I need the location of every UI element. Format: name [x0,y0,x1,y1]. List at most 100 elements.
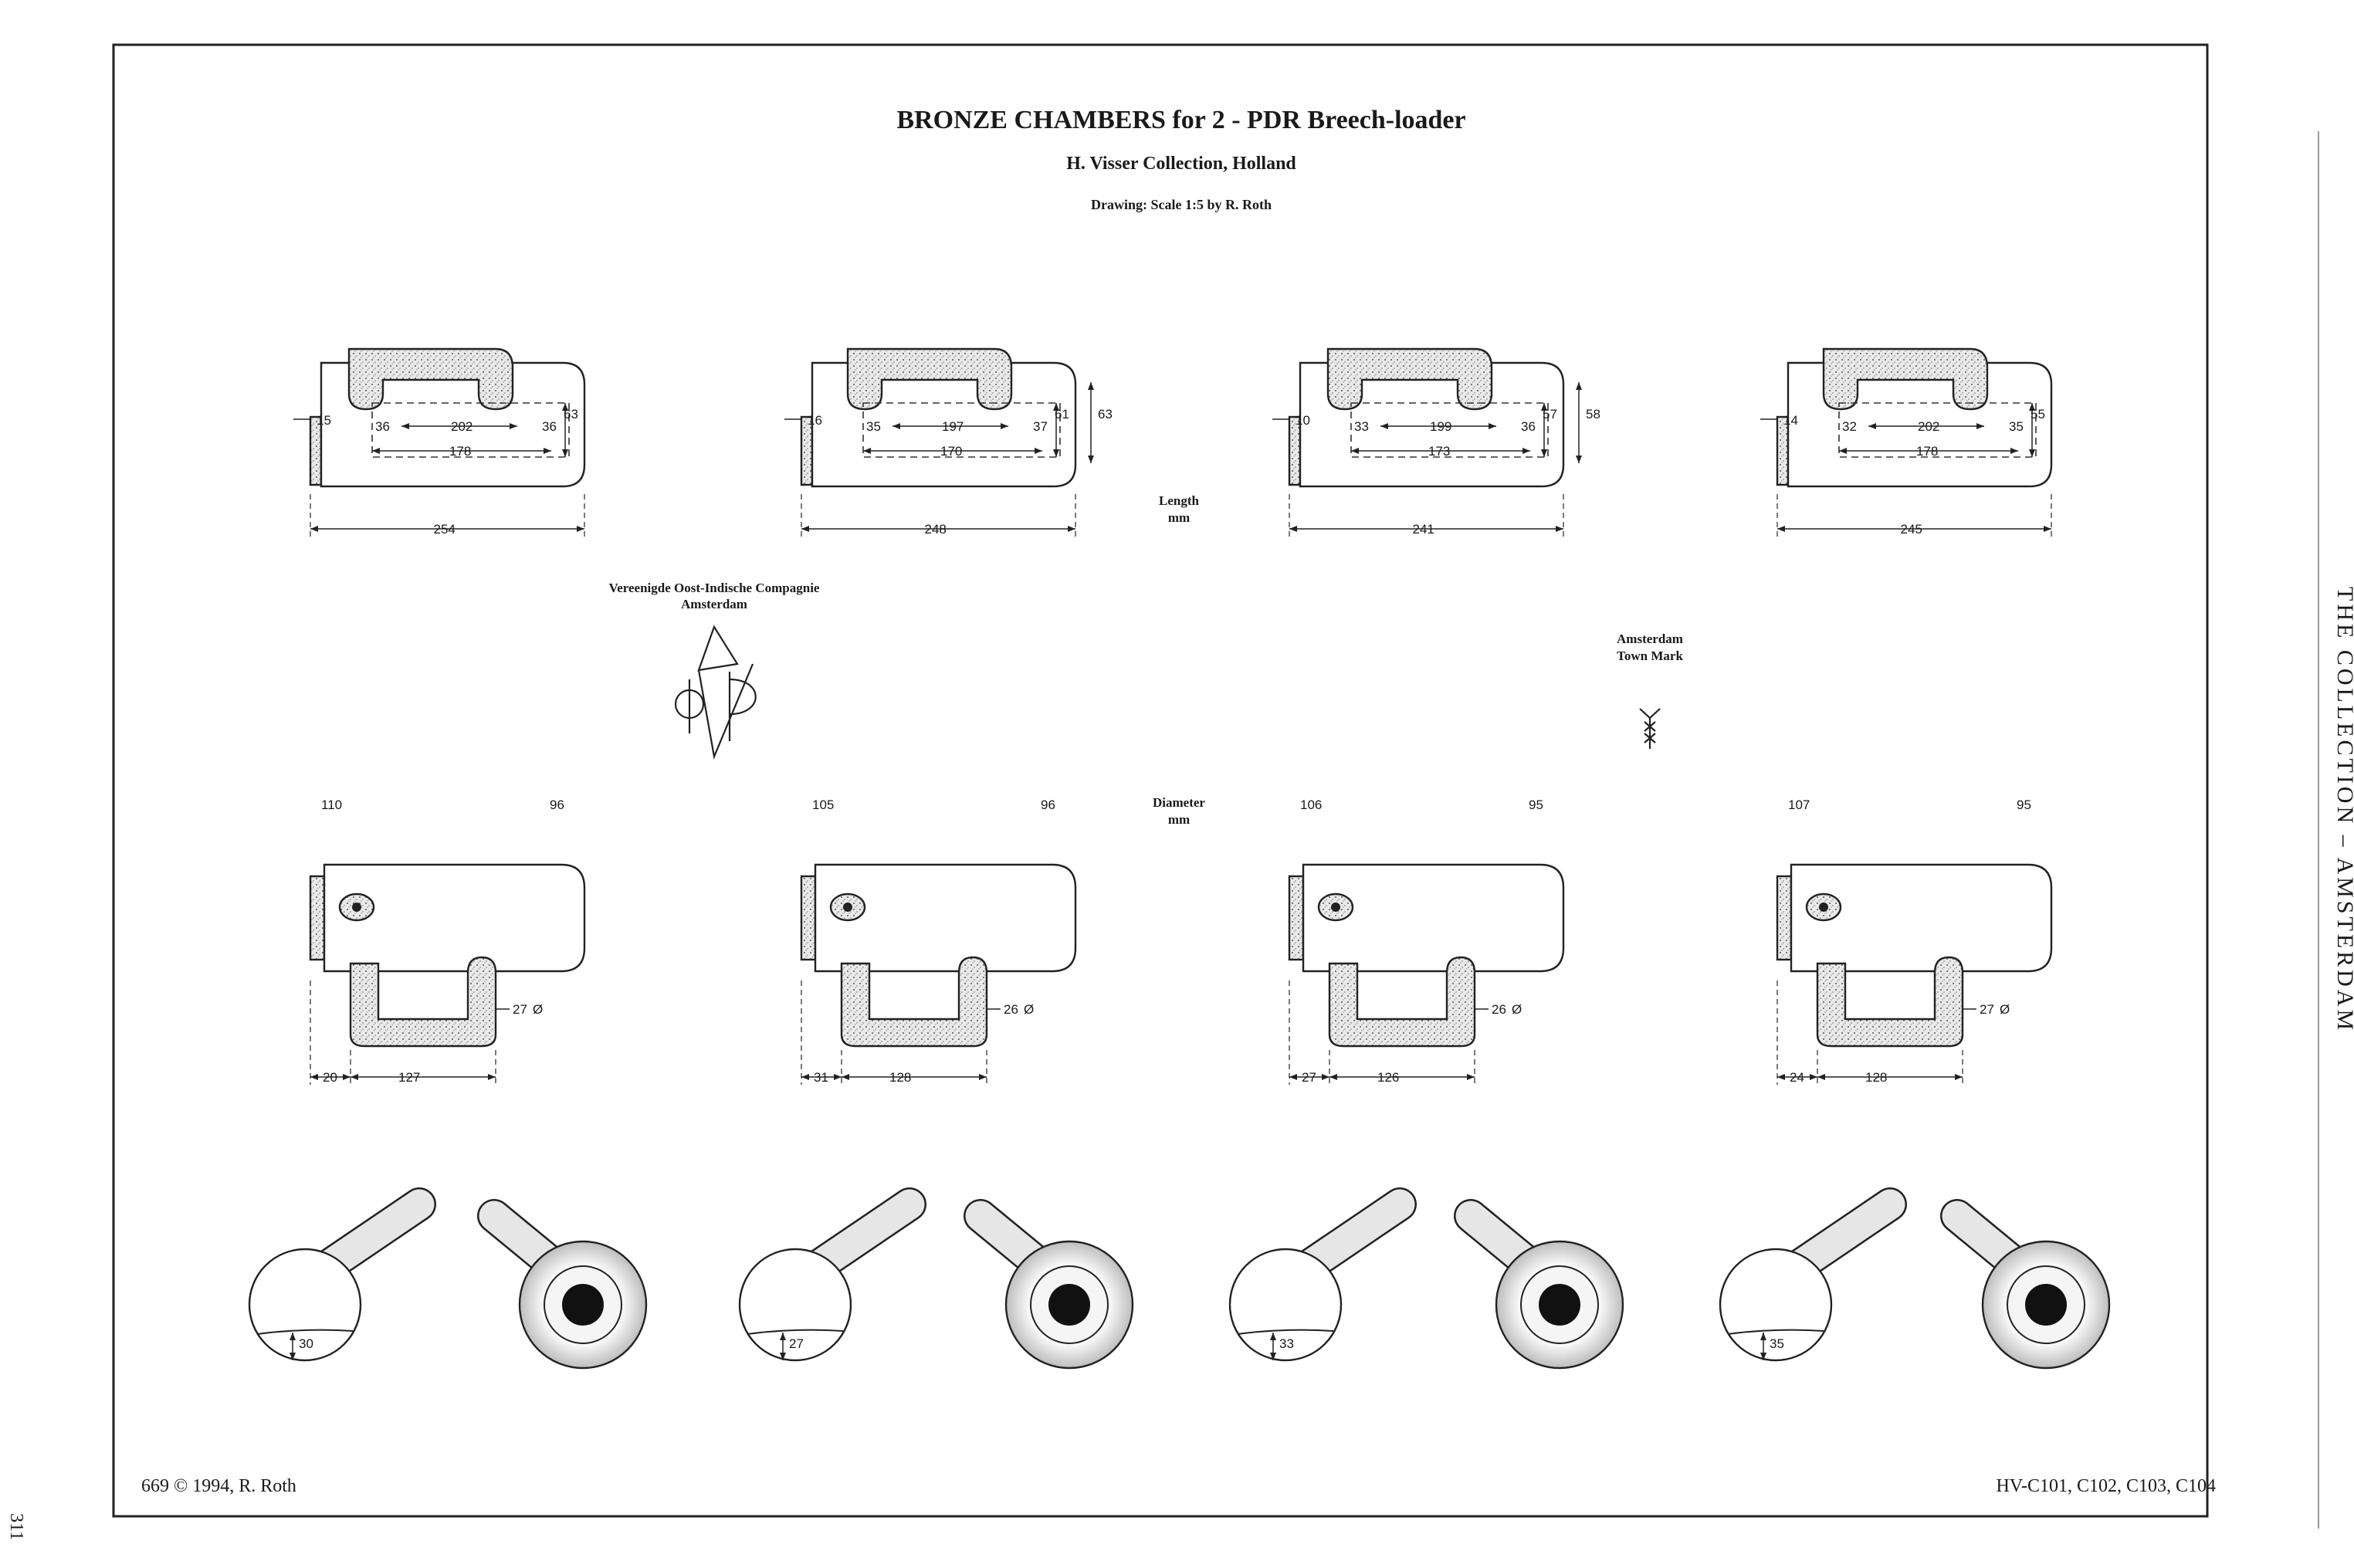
plan-breech-dia: 106 [1300,798,1322,812]
breech-arrow-arrow-start [1270,1333,1276,1340]
side-d2-arrow-arrow-end [1088,455,1094,463]
muzzle-bore [2025,1284,2067,1326]
side-total-arrow-arrow-end [577,526,584,532]
side-right-dim: 37 [1033,419,1048,434]
side-bore [1350,402,1549,458]
side-total-arrow-arrow-start [801,526,809,532]
plan-collar [309,875,326,961]
side-total-arrow-arrow-start [1289,526,1297,532]
plan-offset-arrow-arrow-start [1289,1074,1297,1080]
breech-chord [1237,1329,1334,1335]
side-inner-arrow-arrow-start [372,448,380,454]
plan-breech-dia: 107 [1788,798,1810,812]
side-inner-arrow-arrow-end [544,448,551,454]
side-d2-arrow-arrow-end [1576,455,1582,463]
side-bore [371,402,570,458]
side-total-arrow-arrow-end [2044,526,2051,532]
side-inner-arrow-arrow-end [1522,448,1530,454]
side-bore-arrow-arrow-end [1001,423,1008,429]
plan-body [323,863,586,973]
sheet-subtitle: H. Visser Collection, Holland [1066,154,1296,174]
plan-offset-arrow-arrow-end [1810,1074,1817,1080]
side-bore-arrow-arrow-start [1868,423,1876,429]
breech-dim: 35 [1770,1336,1784,1351]
sheet-credit: Drawing: Scale 1:5 by R. Roth [1091,197,1272,212]
diameter-symbol: Ø [1024,1002,1034,1017]
plan-offset-arrow-arrow-start [801,1074,809,1080]
side-caption: THE COLLECTION – AMSTERDAM [2332,587,2354,1033]
plan-collar [1776,875,1793,961]
length-label: Length [1159,493,1200,508]
plan-span-arrow-arrow-end [1955,1074,1963,1080]
side-inner-arrow-arrow-start [863,448,871,454]
end-view-pair-2: 27 [738,1187,1134,1370]
breech-chord [747,1329,844,1335]
town-label-2: Town Mark [1617,649,1683,663]
side-left-dim: 36 [375,419,390,434]
breech-dim: 27 [789,1336,804,1351]
plan-handle [1328,956,1476,1048]
footer-right: HV-C101, C102, C103, C104 [1997,1476,2216,1496]
vent-hole [843,903,852,912]
side-inner-dim: 173 [1428,444,1450,459]
side-collar-dim: 10 [1296,413,1310,428]
side-bore-arrow-arrow-start [401,423,409,429]
plan-breech-dia: 110 [321,798,342,812]
plan-span-arrow-arrow-start [1329,1074,1337,1080]
side-d1-arrow-arrow-start [1053,403,1059,411]
side-total-arrow-arrow-start [1777,526,1785,532]
breech-arrow-arrow-end [780,1353,786,1360]
side-d2-dim: 63 [1098,407,1113,422]
length-unit: mm [1168,510,1190,525]
plan-body [1302,863,1565,973]
plan-offset-arrow-arrow-end [343,1074,351,1080]
side-bore-dim: 202 [451,419,472,434]
plan-handle [1816,956,1964,1048]
plan-handle-dim: 27 [1980,1002,1994,1017]
diameter-symbol: Ø [2000,1002,2010,1017]
side-inner-arrow-arrow-start [1839,448,1847,454]
side-right-dim: 35 [2009,419,2024,434]
diameter-unit: mm [1168,812,1190,827]
side-bore-arrow-arrow-end [1976,423,1984,429]
side-inner-arrow-arrow-start [1351,448,1359,454]
plan-muzzle-dia: 96 [1041,798,1055,812]
side-bore-dim: 202 [1918,419,1939,434]
plan-collar [800,875,817,961]
vent-hole [1331,903,1340,912]
side-bore [862,402,1061,458]
side-d1-arrow-arrow-start [1541,403,1547,411]
side-total-dim: 245 [1901,522,1922,537]
plan-offset-dim: 31 [814,1070,828,1085]
side-bore-arrow-arrow-end [510,423,517,429]
side-d2-arrow-arrow-start [1576,382,1582,390]
diameter-symbol: Ø [533,1002,543,1017]
plan-body [1790,863,2053,973]
plan-offset-dim: 24 [1790,1070,1804,1085]
plan-span-arrow-arrow-start [842,1074,849,1080]
plan-offset-dim: 20 [323,1070,337,1085]
plan-handle [840,956,988,1048]
diameter-label: Diameter [1153,795,1205,810]
plan-handle-dim: 26 [1004,1002,1018,1017]
side-d1-arrow-arrow-end [562,449,568,457]
side-inner-arrow-arrow-end [2010,448,2018,454]
plan-handle-dim: 27 [513,1002,527,1017]
side-total-dim: 248 [925,522,947,537]
side-right-dim: 36 [542,419,557,434]
side-d1-arrow-arrow-start [562,403,568,411]
breech-dim: 30 [299,1336,313,1351]
town-label: Amsterdam [1617,632,1683,646]
side-d1-arrow-arrow-end [1053,449,1059,457]
side-d1-dim: 57 [1543,407,1557,422]
breech-handle [1293,1189,1415,1282]
side-d1-dim: 55 [2031,407,2045,422]
plan-offset-arrow-arrow-start [310,1074,318,1080]
